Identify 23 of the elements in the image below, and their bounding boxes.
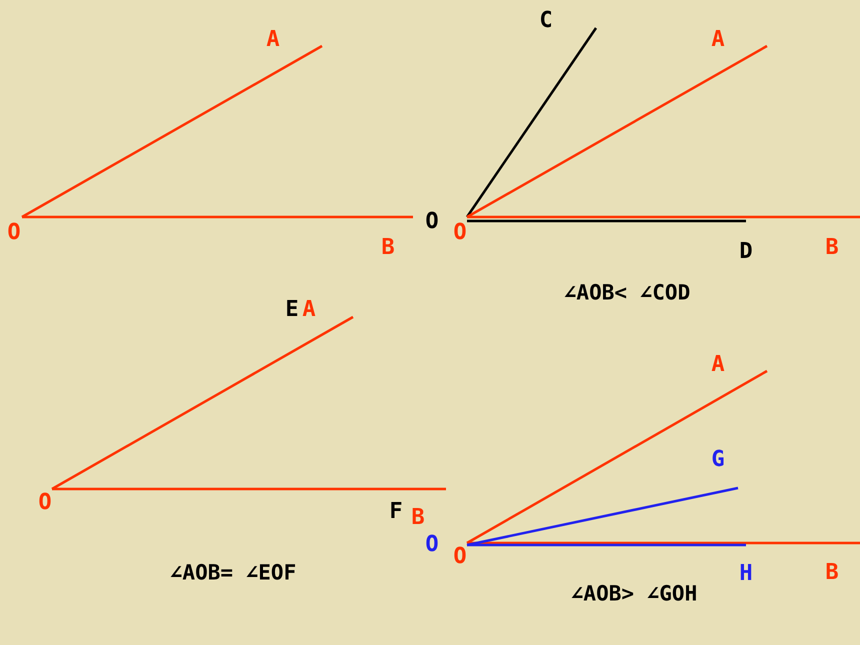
- angle-comparison: ∠AOB> ∠GOH: [570, 584, 698, 604]
- angle-comparison: ∠AOB< ∠COD: [564, 282, 690, 304]
- point-label: A: [711, 354, 725, 376]
- point-label: H: [739, 563, 753, 585]
- point-label: B: [381, 237, 395, 259]
- point-label: O: [425, 534, 439, 556]
- point-label: D: [739, 241, 753, 263]
- point-label: O: [453, 546, 467, 568]
- point-label: F: [389, 501, 403, 523]
- point-label: E: [285, 299, 299, 321]
- point-label: G: [711, 449, 725, 471]
- point-label: A: [266, 29, 280, 51]
- point-label: B: [825, 562, 839, 584]
- point-label: B: [411, 507, 425, 529]
- point-label: O: [453, 222, 467, 244]
- point-label: O: [38, 492, 52, 514]
- point-label: A: [302, 299, 316, 321]
- point-label: C: [539, 10, 553, 32]
- point-label: A: [711, 29, 725, 51]
- point-label: B: [825, 237, 839, 259]
- angle-comparison: ∠AOB= ∠EOF: [170, 562, 296, 584]
- point-label: O: [425, 211, 439, 233]
- point-label: O: [7, 222, 21, 244]
